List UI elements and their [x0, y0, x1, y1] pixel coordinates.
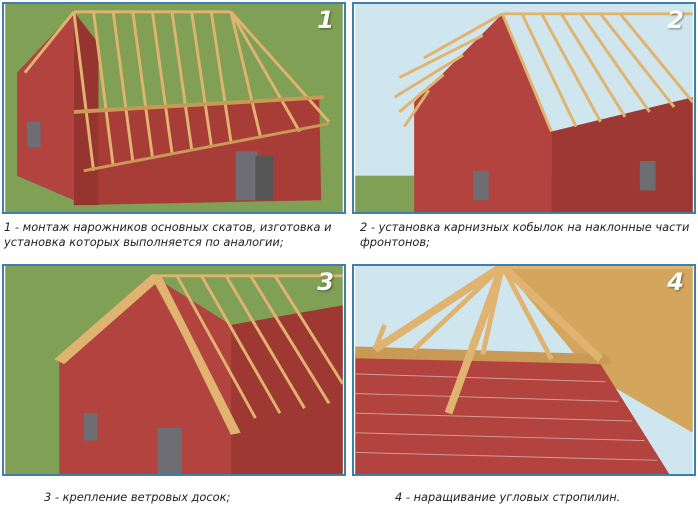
step-3-panel: 3 [2, 264, 346, 476]
step-1-panel: 1 [2, 2, 346, 214]
step-2-panel: 2 [352, 2, 696, 214]
step-4-caption: 4 - наращивание угловых стропилин. [395, 490, 621, 504]
step-1-caption: 1 - монтаж нарожников основных скатов, и… [4, 220, 332, 249]
step-4-illustration [355, 266, 693, 474]
step-3-number: 3 [317, 268, 334, 296]
step-2-caption: 2 - установка карнизных кобылок на накло… [360, 220, 690, 249]
step-2-number: 2 [667, 6, 684, 34]
step-4-number: 4 [667, 268, 684, 296]
step-3-illustration [5, 266, 344, 474]
step-2-illustration [355, 4, 694, 212]
step-3-caption: 3 - крепление ветровых досок; [44, 490, 231, 504]
step-1-number: 1 [317, 6, 334, 34]
step-1-illustration [5, 4, 343, 212]
step-4-panel: 4 [352, 264, 696, 476]
